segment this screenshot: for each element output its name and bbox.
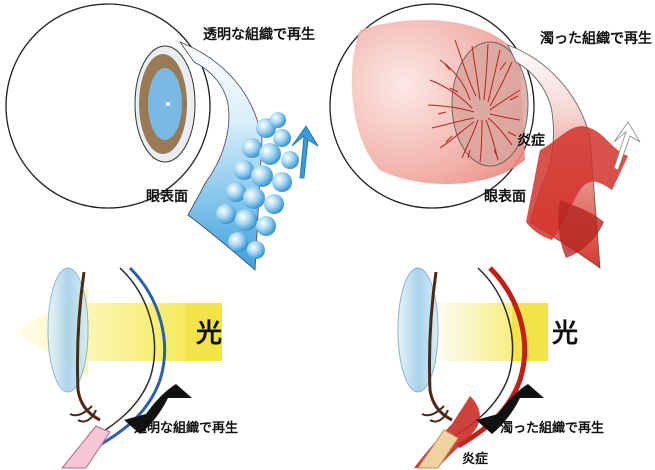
panel-bottom-right: 光 濁った組織で再生 炎症 [398, 268, 604, 468]
label-clear-regen-bottom: 透明な組織で再生 [134, 420, 238, 436]
label-eye-surface-left: 眼表面 [146, 188, 188, 205]
panel-bottom-left: 光 透明な組織で再生 [14, 268, 238, 468]
regen-arrow [292, 126, 318, 178]
label-eye-surface-right: 眼表面 [484, 188, 526, 205]
panel-top-left: 透明な組織で再生 眼表面 [6, 4, 318, 270]
label-cloudy-regen-top: 濁った組織で再生 [540, 30, 652, 47]
lens [398, 268, 438, 392]
label-inflammation-top: 炎症 [517, 132, 545, 149]
label-clear-regen-top: 透明な組織で再生 [203, 26, 315, 43]
regen-arrow [614, 122, 640, 170]
pupil-area [148, 68, 182, 140]
panel-top-right: 濁った組織で再生 炎症 眼表面 [330, 4, 652, 268]
label-light-right: 光 [551, 319, 578, 349]
label-light-left: 光 [195, 319, 222, 349]
label-inflammation-bottom: 炎症 [462, 451, 488, 467]
pupil-dot [166, 102, 170, 106]
label-cloudy-regen-bottom: 濁った組織で再生 [500, 420, 604, 436]
conjunctiva [62, 426, 110, 468]
